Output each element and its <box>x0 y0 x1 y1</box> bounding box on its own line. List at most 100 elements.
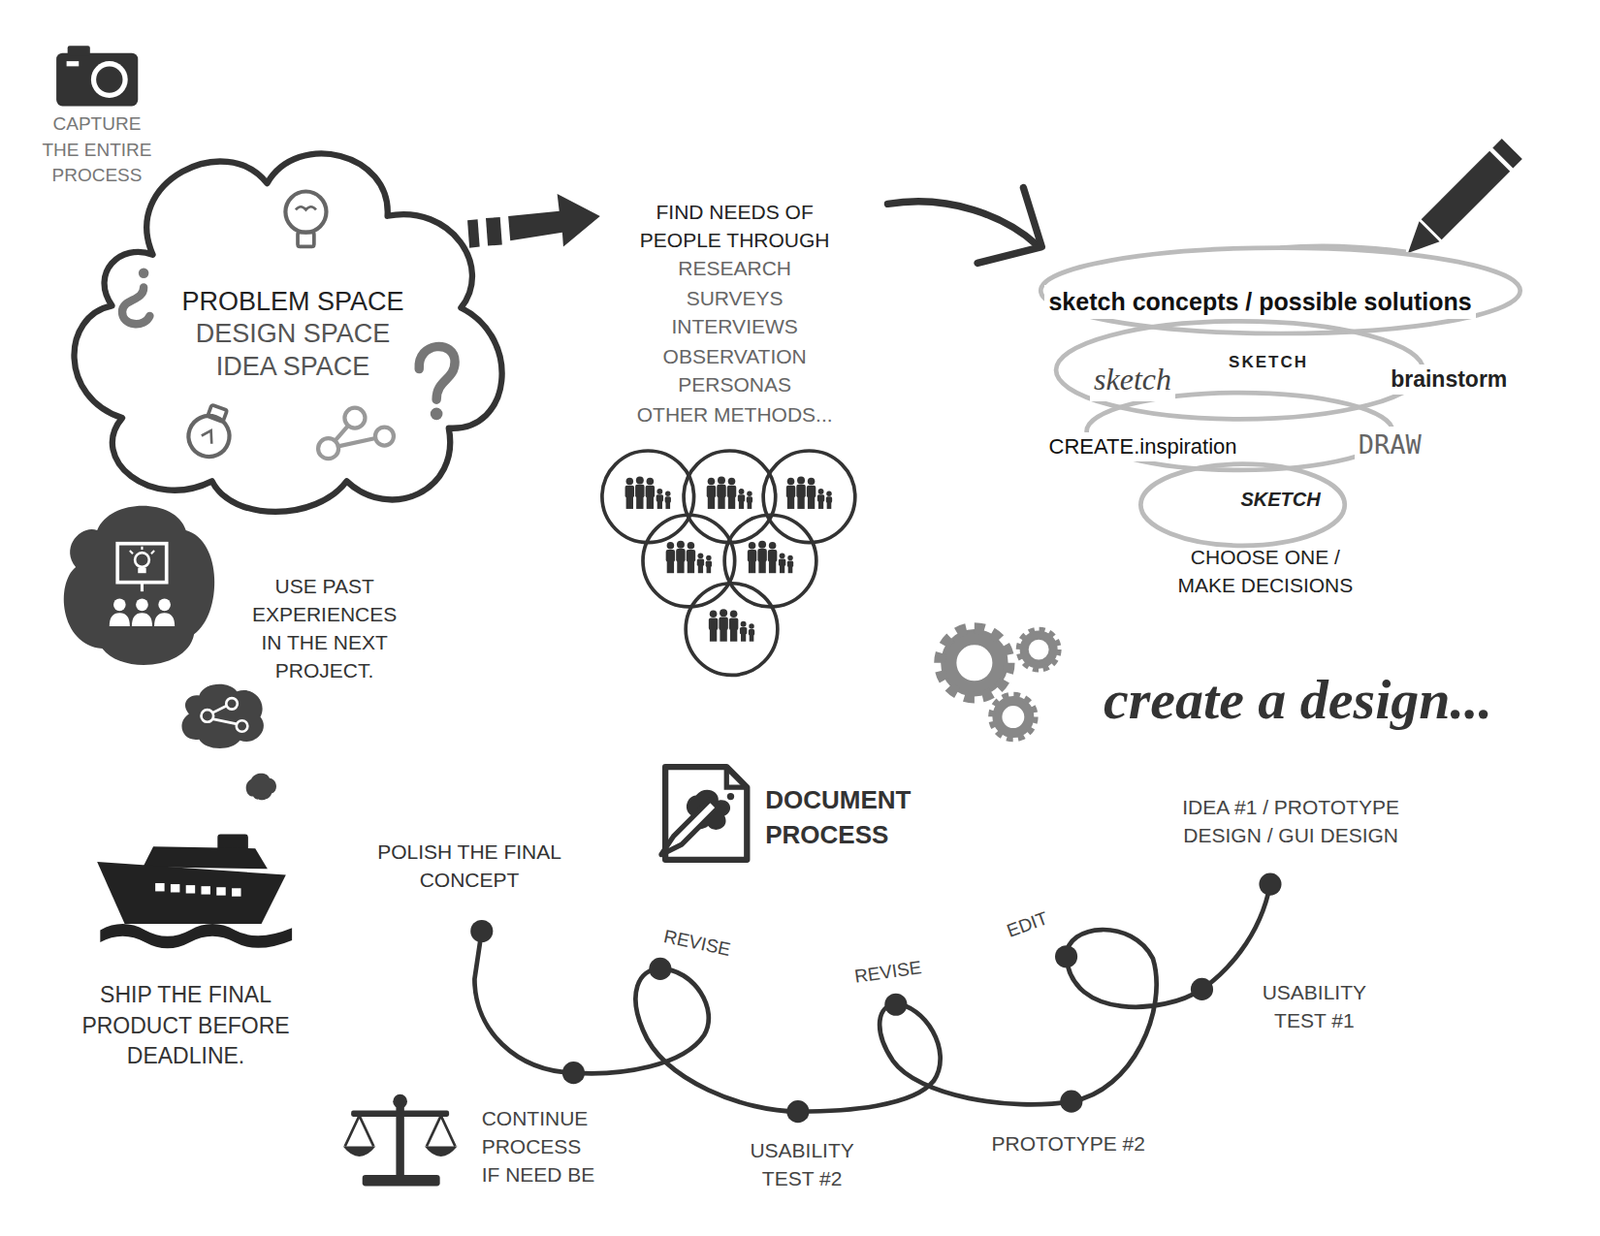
people-icons <box>625 476 833 641</box>
process-path <box>648 958 672 981</box>
thought-cloud <box>225 698 238 710</box>
dashed-arrow <box>508 193 601 248</box>
sketch-heading: sketch concepts / possible solutions <box>1044 285 1475 320</box>
method-item: OTHER METHODS... <box>637 401 833 430</box>
ship-icon <box>231 888 241 896</box>
thought-cloud <box>200 709 214 723</box>
presenter-cloud <box>134 552 150 568</box>
camera-icon <box>67 45 91 57</box>
pencil-icon <box>1492 138 1523 169</box>
sketch-word: CREATE.inspiration <box>1045 432 1242 462</box>
ship-icon <box>143 846 268 869</box>
process-path <box>1055 945 1078 968</box>
ship-icon <box>186 885 195 894</box>
pencil-icon <box>1408 138 1523 254</box>
dashed-arrow <box>485 217 503 246</box>
pencil-icon <box>1421 151 1511 241</box>
people-icons <box>625 476 672 509</box>
node-text: IDEA SPACE <box>181 351 404 384</box>
step-label: CONTINUE PROCESS IF NEED BE <box>481 1105 601 1190</box>
step-label: USABILITY TEST #2 <box>729 1137 875 1194</box>
sketch-word: brainstorm <box>1386 364 1511 396</box>
thought-cloud <box>236 720 249 733</box>
scales-icon <box>395 1106 404 1177</box>
people-icons <box>666 541 712 574</box>
ship-icon <box>170 884 180 893</box>
thought-cloud <box>181 684 277 800</box>
cloud-node <box>207 405 227 423</box>
presenter-cloud <box>64 506 215 666</box>
gears-icon <box>992 695 1035 738</box>
scales-icon <box>343 1094 458 1187</box>
cloud-node <box>345 408 366 429</box>
camera-icon <box>91 61 128 98</box>
gears-icon <box>939 628 1010 699</box>
thought-cloud <box>181 684 263 749</box>
dashed-arrow <box>467 219 480 248</box>
cloud-node <box>286 192 327 233</box>
cloud-node <box>418 347 455 401</box>
presenter-cloud <box>64 506 215 666</box>
presenter-cloud <box>140 582 144 592</box>
step-label: REVISE <box>852 955 924 991</box>
people-circles <box>724 514 817 608</box>
cloud-text: PROBLEM SPACEDESIGN SPACEIDEA SPACE <box>181 286 404 384</box>
curved-arrow <box>887 188 1042 264</box>
document-note: DOCUMENT PROCESS <box>765 783 930 854</box>
dashed-arrow <box>467 193 601 249</box>
method-item: PERSONAS <box>677 371 792 400</box>
step-label: POLISH THE FINAL CONCEPT <box>372 838 567 896</box>
gears-icon <box>939 628 1058 739</box>
presenter-cloud <box>137 568 146 574</box>
process-path <box>786 1100 809 1123</box>
document-icon <box>661 767 747 861</box>
presenter-cloud <box>113 599 127 612</box>
document-icon <box>661 800 719 856</box>
process-path <box>474 884 1271 1113</box>
ship-icon <box>99 924 292 949</box>
ship-icon <box>216 887 225 896</box>
process-path <box>884 993 907 1017</box>
people-circles <box>763 450 856 544</box>
cloud-node <box>200 428 217 445</box>
process-path <box>1059 1090 1083 1114</box>
curved-arrow <box>977 188 1042 264</box>
cloud-node: PROBLEM SPACEDESIGN SPACEIDEA SPACE <box>63 142 512 518</box>
cloud-node <box>375 427 394 447</box>
decision-note: CHOOSE ONE / MAKE DECISIONS <box>1163 544 1368 601</box>
step-label: USABILITY TEST #1 <box>1241 979 1387 1036</box>
thought-cloud <box>246 773 277 801</box>
scales-icon <box>343 1146 377 1157</box>
ship-note: SHIP THE FINAL PRODUCT BEFORE DEADLINE. <box>74 980 298 1073</box>
people-circles <box>602 450 856 675</box>
presenter-cloud <box>109 612 175 627</box>
step-label: PROTOTYPE #2 <box>992 1130 1146 1159</box>
cloud-node <box>138 268 150 280</box>
ship-icon <box>155 883 164 892</box>
sketch-word: SKETCH <box>1224 351 1312 374</box>
process-path <box>1190 978 1214 1001</box>
ship-icon <box>200 886 210 895</box>
node-text: PROBLEM SPACE <box>181 286 404 320</box>
method-item: RESEARCH <box>677 255 792 284</box>
scribble <box>1140 464 1344 546</box>
people-icons <box>786 476 832 509</box>
camera-icon <box>56 45 138 106</box>
cloud-node <box>430 408 444 421</box>
scribble <box>1040 246 1520 546</box>
sketch-word: DRAW <box>1354 426 1426 463</box>
cloud-node <box>318 408 394 460</box>
ship-icon <box>96 834 292 950</box>
step-label: EDIT <box>1003 906 1053 945</box>
section-heading: FIND NEEDS OF PEOPLE THROUGH <box>618 198 852 256</box>
step-label: REVISE <box>661 924 734 963</box>
cloud-node <box>318 438 339 459</box>
camera-icon <box>56 53 138 107</box>
past-note: USE PAST EXPERIENCES IN THE NEXT PROJECT… <box>242 573 408 686</box>
thought-cloud <box>212 705 237 725</box>
cloud-node <box>183 401 240 464</box>
presenter-cloud <box>135 599 149 612</box>
process-path <box>1258 872 1281 896</box>
ship-icon <box>155 883 241 897</box>
camera-icon <box>96 65 123 93</box>
